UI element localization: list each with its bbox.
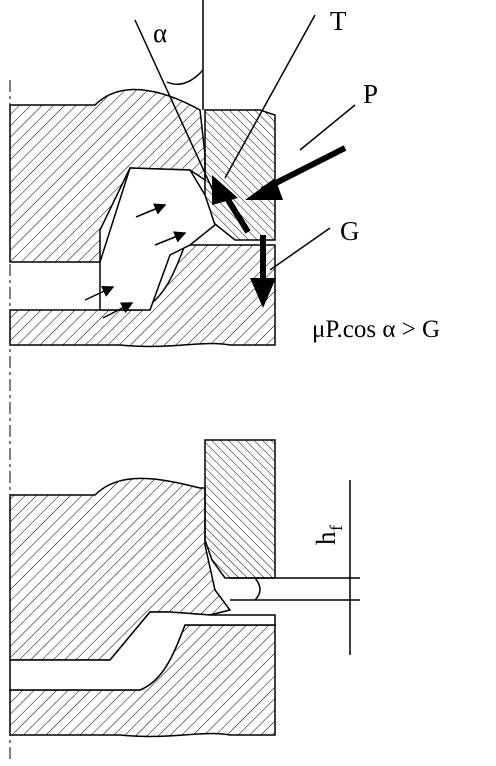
label-alpha: α — [153, 18, 167, 48]
label-T: T — [330, 6, 347, 36]
alpha-line-inclined — [134, 19, 216, 196]
flash-arc — [254, 577, 261, 601]
flow-arrow-1 — [135, 203, 167, 218]
forged-part-bottom — [204, 439, 276, 579]
label-P: P — [363, 79, 378, 109]
arrow-G-head — [250, 278, 276, 308]
arrow-P-head — [245, 178, 283, 200]
upper-die-top — [9, 88, 206, 263]
arrow-T-head — [212, 175, 238, 205]
cavity-outline-top — [99, 167, 216, 311]
leader-G — [269, 227, 331, 271]
flow-arrow-2 — [154, 231, 187, 246]
arrow-T — [222, 193, 251, 234]
leader-P — [299, 104, 356, 151]
leader-T — [224, 14, 316, 179]
svg-text:h: h — [311, 531, 341, 545]
formula-text: μP.cos α > G — [312, 316, 440, 343]
lower-die-top — [9, 244, 276, 348]
alpha-arc — [166, 69, 204, 85]
cavity-outline-bottom — [9, 611, 276, 691]
flow-arrow-3 — [84, 285, 115, 301]
label-G: G — [340, 216, 360, 246]
svg-text:f: f — [326, 525, 346, 531]
flow-arrow-4 — [102, 302, 134, 319]
label-hf: h f — [311, 525, 346, 545]
